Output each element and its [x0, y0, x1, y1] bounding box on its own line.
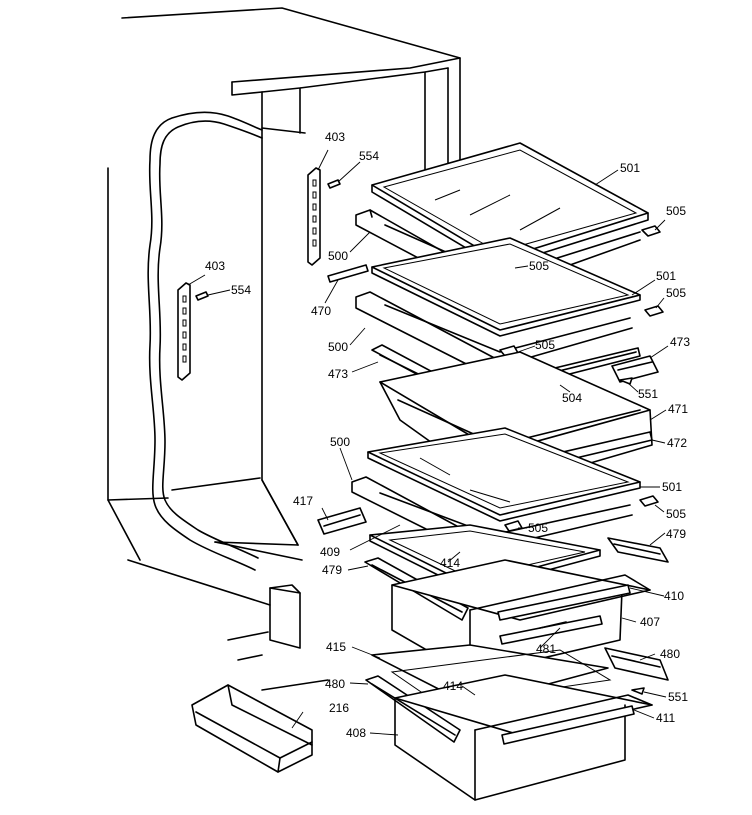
- label-551: 551: [638, 387, 658, 401]
- label-505: 505: [666, 286, 686, 300]
- label-501: 501: [620, 161, 640, 175]
- label-479: 479: [322, 563, 342, 577]
- fastener-551-lower: [631, 687, 645, 695]
- clip-505-middle-right: [644, 305, 664, 317]
- label-480: 480: [325, 677, 345, 691]
- label-403: 403: [205, 259, 225, 273]
- shelf-ladder-403-upper: [307, 167, 321, 266]
- screw-554-upper: [327, 179, 341, 189]
- label-417: 417: [293, 494, 313, 508]
- glass-414-upper: [388, 530, 586, 579]
- glass-shelf-501-lower: [367, 427, 641, 522]
- shelf-ladder-403-lower: [177, 282, 191, 381]
- label-505: 505: [666, 204, 686, 218]
- label-473: 473: [328, 367, 348, 381]
- label-409: 409: [320, 545, 340, 559]
- label-505: 505: [529, 259, 549, 273]
- drawer-408: [394, 674, 653, 801]
- label-554: 554: [359, 149, 379, 163]
- label-551: 551: [668, 690, 688, 704]
- handle-481: [499, 615, 603, 645]
- label-501: 501: [656, 269, 676, 283]
- handle-411: [501, 705, 635, 745]
- label-500: 500: [328, 340, 348, 354]
- door-bin-216: [191, 684, 313, 773]
- handle-410: [497, 584, 631, 621]
- label-554: 554: [231, 283, 251, 297]
- slide-473-right: [611, 355, 659, 383]
- label-500: 500: [330, 435, 350, 449]
- label-403: 403: [325, 130, 345, 144]
- label-500: 500: [328, 249, 348, 263]
- rail-479-upper: [607, 537, 669, 563]
- label-481: 481: [536, 642, 556, 656]
- clip-505-lower-right: [639, 495, 659, 507]
- label-480: 480: [660, 647, 680, 661]
- label-504: 504: [562, 391, 582, 405]
- label-473: 473: [670, 335, 690, 349]
- label-407: 407: [640, 615, 660, 629]
- label-471: 471: [668, 402, 688, 416]
- leader-lines: [187, 149, 669, 736]
- glass-shelf-501-top: [371, 142, 649, 268]
- label-410: 410: [664, 589, 684, 603]
- label-472: 472: [667, 436, 687, 450]
- clip-505-top-right: [641, 225, 661, 237]
- door-liner-gasket: [147, 111, 299, 571]
- label-414: 414: [443, 679, 463, 693]
- label-505: 505: [666, 507, 686, 521]
- rail-480-left: [365, 675, 461, 743]
- label-411: 411: [656, 711, 675, 725]
- label-470: 470: [311, 304, 331, 318]
- rail-480-right: [604, 647, 669, 681]
- label-408: 408: [346, 726, 366, 740]
- label-505: 505: [535, 338, 555, 352]
- part-labels: 403 554 403 554 501 505 500 505 501 505 …: [205, 130, 690, 740]
- rail-417: [317, 507, 367, 535]
- label-505: 505: [528, 521, 548, 535]
- label-414: 414: [440, 556, 460, 570]
- label-415: 415: [326, 640, 346, 654]
- fastener-551-upper: [619, 377, 633, 385]
- label-501: 501: [662, 480, 682, 494]
- label-216: 216: [329, 701, 349, 715]
- rail-470: [327, 264, 369, 283]
- label-479: 479: [666, 527, 686, 541]
- glass-shelf-501-middle: [371, 237, 641, 337]
- screw-554-lower: [195, 291, 209, 301]
